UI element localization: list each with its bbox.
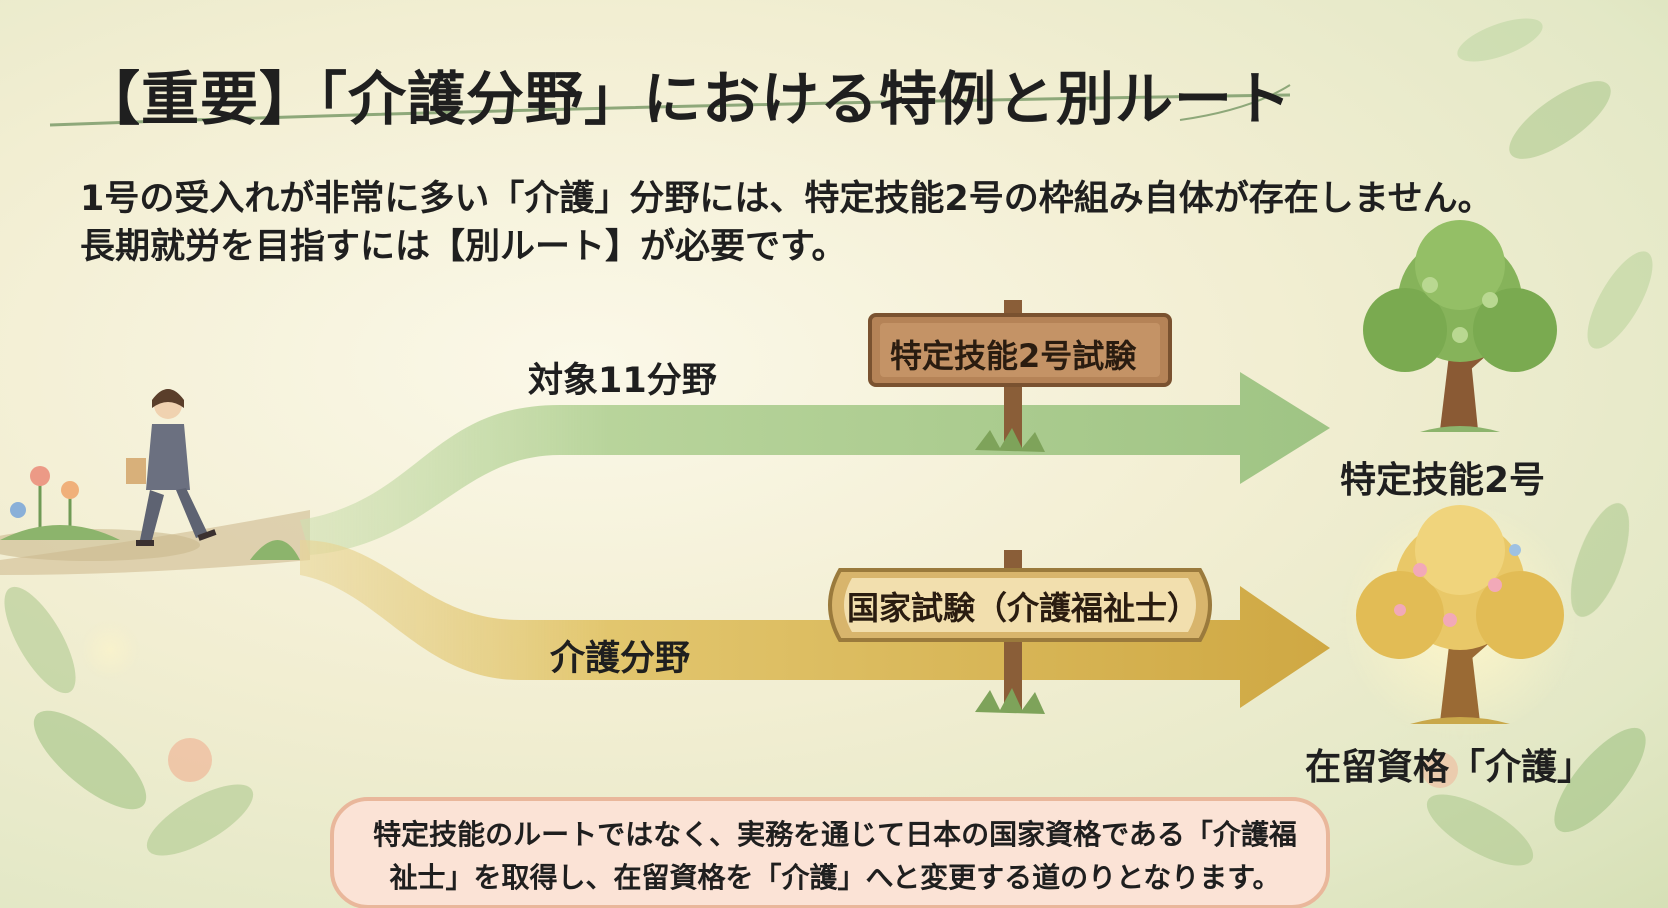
signpost-upper-icon [868, 300, 1172, 452]
upper-route-result: 特定技能2号 [1340, 460, 1546, 501]
note-box: 特定技能のルートではなく、実務を通じて日本の国家資格である「介護福祉士」を取得し… [330, 797, 1330, 908]
lower-route-label: 介護分野 [550, 639, 691, 679]
leaf-decoration-icon [4, 18, 1653, 866]
signpost-lower-icon [828, 550, 1212, 714]
lower-sign-label: 国家試験（介護福祉士） [847, 589, 1200, 627]
lower-route-arrow [300, 540, 1330, 708]
golden-tree-icon [1340, 500, 1580, 740]
description-line-1: 1号の受入れが非常に多い「介護」分野には、特定技能2号の枠組み自体が存在しません… [80, 179, 1493, 219]
note-text: 特定技能のルートではなく、実務を通じて日本の国家資格である「介護福祉士」を取得し… [373, 818, 1297, 894]
green-tree-icon [1363, 220, 1557, 432]
upper-route-label: 対象11分野 [528, 361, 717, 401]
description-line-2: 長期就労を目指すには【別ルート】が必要です。 [80, 227, 847, 267]
upper-sign-label: 特定技能2号試験 [890, 337, 1137, 375]
title-underline [49, 93, 1291, 127]
walking-person-icon [126, 389, 217, 546]
upper-route-arrow [300, 372, 1330, 555]
lower-route-result: 在留資格「介護」 [1305, 747, 1594, 788]
page-title: 【重要】「介護分野」における特例と別ルート [82, 65, 1293, 133]
flower-decoration-icon [0, 466, 300, 560]
